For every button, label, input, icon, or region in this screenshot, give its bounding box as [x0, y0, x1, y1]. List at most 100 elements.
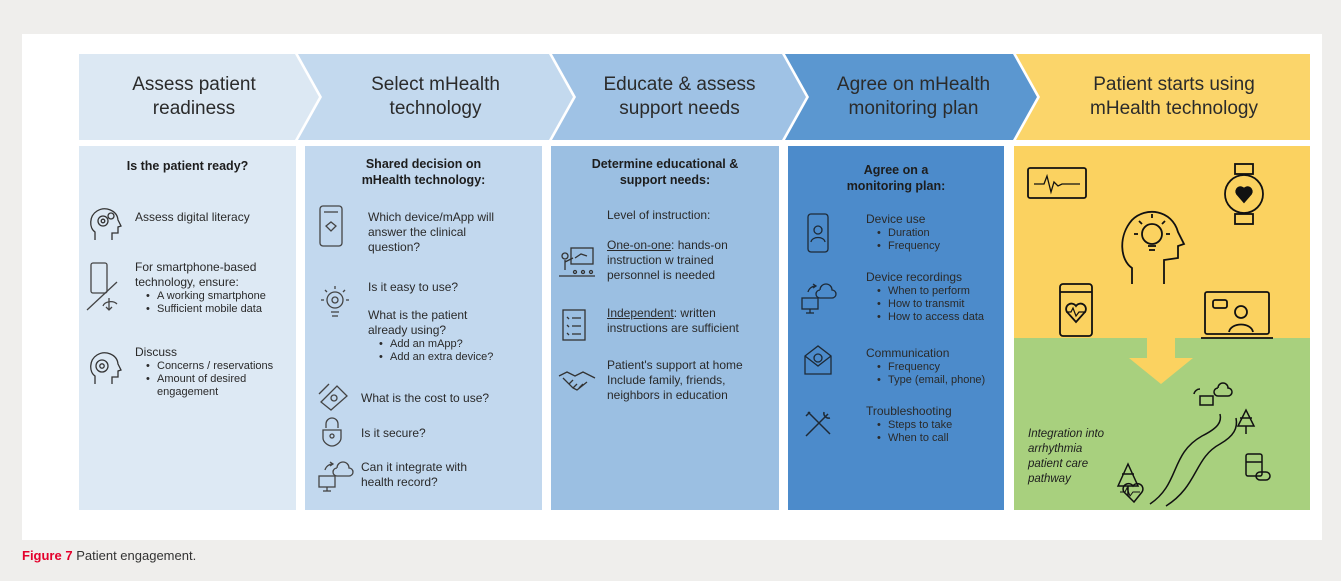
assess-digital-literacy: Assess digital literacy — [135, 210, 250, 225]
list-item: Frequency — [877, 240, 940, 253]
integration-text: Integration into arrhythmia patient care… — [1028, 427, 1104, 487]
step-3-title: Educate & assess support needs — [572, 62, 787, 132]
one-on-one-label: One-on-one — [607, 238, 672, 252]
col-1-heading: Is the patient ready? — [79, 158, 296, 174]
independent-line2: instructions are sufficient — [607, 321, 739, 335]
question-secure-text: Is it secure? — [361, 426, 426, 440]
col-4-heading: Agree on a monitoring plan: — [788, 162, 1004, 194]
question-using-line2: already using? — [368, 323, 447, 337]
list-item: When to perform — [877, 285, 984, 298]
question-already-using: What is the patient already using? Add a… — [368, 308, 493, 364]
figure-caption-text: Patient engagement. — [76, 548, 197, 563]
integration-line4: pathway — [1028, 473, 1071, 485]
col-3-heading-line2: support needs: — [619, 173, 711, 187]
step-3-title-line2: support needs — [619, 98, 740, 119]
list-item: Add an extra device? — [379, 351, 493, 364]
device-use-label: Device use — [866, 212, 926, 226]
step-5-title-line1: Patient starts using — [1093, 74, 1255, 95]
figure-label: Figure 7 — [22, 548, 73, 563]
discuss-bullet-continued: engagement — [157, 386, 219, 398]
integration-line1: Integration into — [1028, 428, 1105, 440]
col-1-bg — [79, 146, 296, 510]
device-recordings-bullets: When to perform How to transmit How to a… — [866, 285, 984, 324]
tools-icon — [802, 408, 834, 440]
step-2-title: Select mHealth technology — [318, 62, 553, 132]
independent-rest: : written — [673, 306, 716, 320]
col-3-heading: Determine educational & support needs: — [551, 156, 779, 188]
list-item: Sufficient mobile data — [146, 303, 266, 316]
smartphone-line2: technology, ensure: — [135, 275, 239, 289]
one-on-one-rest: : hands-on — [671, 238, 728, 252]
phone-person-icon — [804, 212, 832, 254]
handshake-icon — [557, 368, 597, 396]
tablet-heart-icon — [317, 204, 347, 250]
col-3-heading-line1: Determine educational & — [591, 157, 739, 171]
question-integrate-line2: health record? — [361, 475, 438, 489]
list-item: Steps to take — [877, 419, 952, 432]
discuss-label: Discuss — [135, 345, 178, 359]
question-using-line1: What is the patient — [368, 308, 468, 322]
device-use: Device use Duration Frequency — [866, 212, 940, 253]
question-secure: Is it secure? — [361, 426, 426, 441]
step-2-chevron — [298, 54, 573, 140]
smartphone-requirements: For smartphone-based technology, ensure:… — [135, 260, 266, 316]
question-cost-text: What is the cost to use? — [361, 391, 490, 405]
list-item: Frequency — [877, 361, 985, 374]
support-line2: Include family, friends, — [607, 373, 726, 387]
step-2-title-line1: Select mHealth — [371, 74, 500, 95]
step-5-title-line2: mHealth technology — [1090, 98, 1258, 119]
tablet-ecg-icon — [1058, 282, 1094, 338]
col-4-bg — [788, 146, 1004, 510]
col-4-heading-line2: monitoring plan: — [846, 179, 946, 193]
list-item: Concerns / reservations — [146, 360, 273, 373]
email-icon — [802, 342, 834, 378]
communication-label: Communication — [866, 346, 950, 360]
step-2-title-line2: technology — [389, 98, 482, 119]
step-1-title-line2: readiness — [152, 98, 236, 119]
discuss-block: Discuss Concerns / reservations Amount o… — [135, 345, 273, 399]
question-device: Which device/mApp will answer the clinic… — [368, 210, 494, 255]
smartwatch-icon — [1221, 162, 1267, 226]
question-easy: Is it easy to use? — [368, 280, 458, 295]
step-1-title-line1: Assess patient — [132, 74, 256, 95]
down-arrow-icon — [1127, 338, 1195, 384]
list-item: How to access data — [877, 311, 984, 324]
integration-line3: patient care — [1028, 458, 1089, 470]
communication: Communication Frequency Type (email, pho… — [866, 346, 985, 387]
col-2-heading-line1: Shared decision on — [365, 157, 482, 171]
list-item: Amount of desired — [146, 373, 273, 386]
step-5-title: Patient starts using mHealth technology — [1038, 62, 1310, 132]
col-1-heading-text: Is the patient ready? — [126, 159, 249, 173]
discuss-bullets: Concerns / reservations Amount of desire… — [135, 360, 273, 386]
col-select-technology: Shared decision on mHealth technology: W… — [305, 146, 542, 510]
list-item: When to call — [877, 432, 952, 445]
step-1-title: Assess patient readiness — [79, 62, 309, 132]
head-gear-icon — [85, 348, 125, 388]
list-item: Add an mApp? — [379, 338, 493, 351]
col-4-heading-line1: Agree on a — [863, 163, 929, 177]
level-of-instruction: Level of instruction: — [607, 208, 710, 223]
smartphone-icon — [85, 260, 129, 316]
question-device-line1: Which device/mApp will — [368, 210, 495, 224]
independent-instruction: Independent: written instructions are su… — [607, 306, 739, 336]
support-line3: neighbors in education — [607, 388, 728, 402]
device-use-bullets: Duration Frequency — [866, 227, 940, 253]
step-4-title-line2: monitoring plan — [848, 98, 979, 119]
road-landscape-icon — [1110, 374, 1310, 508]
head-gears-icon — [85, 204, 125, 244]
step-1-chevron — [79, 54, 319, 140]
troubleshooting-label: Troubleshooting — [866, 404, 952, 418]
support-line1: Patient's support at home — [607, 358, 743, 372]
cloud-sync-icon — [317, 454, 357, 494]
col-3-bg — [551, 146, 779, 510]
checklist-icon — [561, 308, 587, 342]
col-2-bg — [305, 146, 542, 510]
list-item: A working smartphone — [146, 290, 266, 303]
money-icon — [317, 382, 351, 412]
ecg-monitor-icon — [1026, 166, 1088, 202]
device-recordings-label: Device recordings — [866, 270, 963, 284]
independent-label: Independent — [607, 306, 674, 320]
col-2-heading-line2: mHealth technology: — [361, 173, 486, 187]
video-call-icon — [1199, 290, 1275, 340]
one-on-one-instruction: One-on-one: hands-on instruction w train… — [607, 238, 728, 283]
